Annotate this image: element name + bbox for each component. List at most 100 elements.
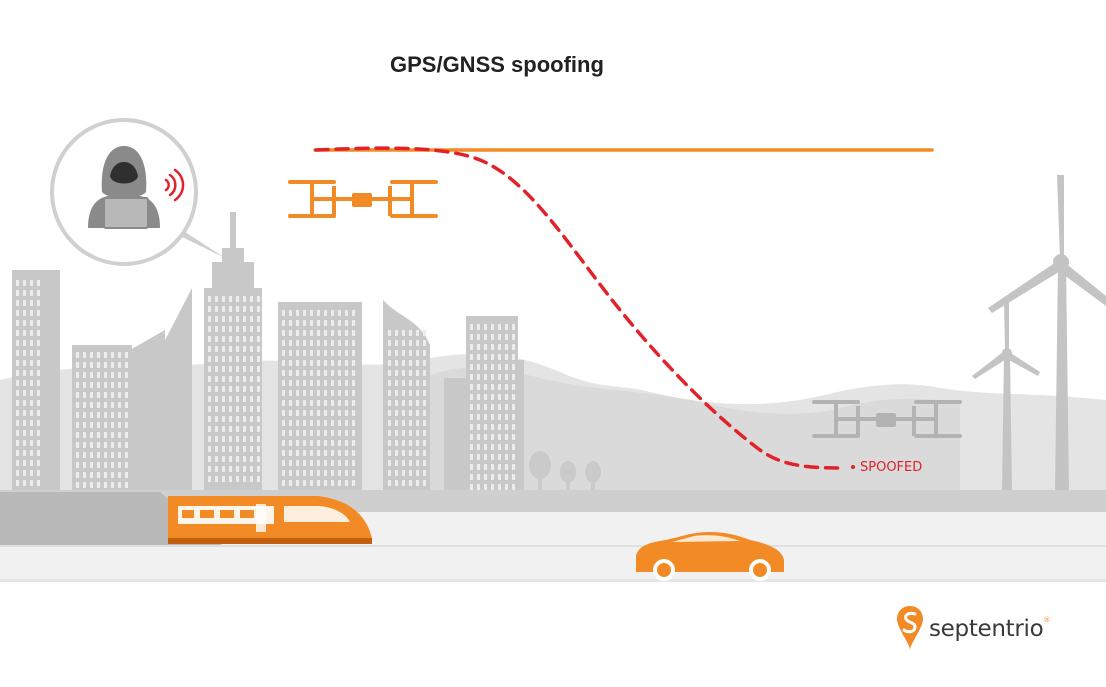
building-window xyxy=(229,316,232,322)
building-window xyxy=(243,406,246,412)
building-window xyxy=(395,340,398,346)
building-window xyxy=(423,410,426,416)
building-window xyxy=(484,454,487,460)
building-window xyxy=(83,442,86,448)
building-window xyxy=(484,354,487,360)
building-window xyxy=(37,350,40,356)
building-window xyxy=(409,400,412,406)
building-window xyxy=(16,310,19,316)
building-window xyxy=(16,390,19,396)
building-window xyxy=(505,354,508,360)
building-window xyxy=(423,350,426,356)
building-window xyxy=(388,430,391,436)
building-window xyxy=(16,420,19,426)
building-window xyxy=(215,386,218,392)
building-window xyxy=(243,366,246,372)
building-window xyxy=(222,356,225,362)
building-window xyxy=(243,306,246,312)
building-window xyxy=(477,324,480,330)
building-window xyxy=(90,422,93,428)
building-window xyxy=(282,380,285,386)
building-window xyxy=(222,476,225,482)
building-window xyxy=(23,330,26,336)
building-window xyxy=(484,394,487,400)
building-window xyxy=(236,326,239,332)
building-window xyxy=(282,440,285,446)
building-window xyxy=(111,452,114,458)
building-window xyxy=(289,340,292,346)
building-window xyxy=(215,336,218,342)
building-window xyxy=(250,436,253,442)
building-window xyxy=(208,346,211,352)
building-window xyxy=(208,316,211,322)
building-window xyxy=(388,350,391,356)
building-window xyxy=(23,350,26,356)
building-window xyxy=(125,452,128,458)
building-window xyxy=(215,356,218,362)
building-window xyxy=(331,470,334,476)
building-window xyxy=(236,396,239,402)
building-window xyxy=(484,404,487,410)
building-window xyxy=(257,366,260,372)
building-window xyxy=(324,330,327,336)
building-window xyxy=(243,466,246,472)
building-window xyxy=(229,326,232,332)
spoofed-label: SPOOFED xyxy=(851,460,922,475)
building-window xyxy=(310,350,313,356)
building-window xyxy=(118,392,121,398)
building-window xyxy=(388,450,391,456)
building-window xyxy=(111,442,114,448)
building-window xyxy=(470,464,473,470)
building-window xyxy=(23,400,26,406)
building-window xyxy=(125,462,128,468)
building-window xyxy=(423,430,426,436)
building-window xyxy=(345,320,348,326)
building-window xyxy=(296,310,299,316)
building-window xyxy=(402,370,405,376)
building-window xyxy=(491,414,494,420)
spoofed-text: SPOOFED xyxy=(860,460,923,475)
building-window xyxy=(484,384,487,390)
building-window xyxy=(111,412,114,418)
building-window xyxy=(352,470,355,476)
building-window xyxy=(402,420,405,426)
building-window xyxy=(97,352,100,358)
building-window xyxy=(409,370,412,376)
building-window xyxy=(250,386,253,392)
building-window xyxy=(338,440,341,446)
building-window xyxy=(423,390,426,396)
building-window xyxy=(111,402,114,408)
building-window xyxy=(310,320,313,326)
building-window xyxy=(491,354,494,360)
building-window xyxy=(243,426,246,432)
building-window xyxy=(289,450,292,456)
building-window xyxy=(97,422,100,428)
building-window xyxy=(30,420,33,426)
building-window xyxy=(243,476,246,482)
building-window xyxy=(512,414,515,420)
building-window xyxy=(317,410,320,416)
building-window xyxy=(236,456,239,462)
building-window xyxy=(324,440,327,446)
building-window xyxy=(76,362,79,368)
building-window xyxy=(236,366,239,372)
building-window xyxy=(37,480,40,486)
building-window xyxy=(289,390,292,396)
building-window xyxy=(505,424,508,430)
building-window xyxy=(423,470,426,476)
building-window xyxy=(338,340,341,346)
building-window xyxy=(409,340,412,346)
building-window xyxy=(470,344,473,350)
building-window xyxy=(416,370,419,376)
building-window xyxy=(23,390,26,396)
building-window xyxy=(388,410,391,416)
building-window xyxy=(296,320,299,326)
building-window xyxy=(395,450,398,456)
building-window xyxy=(90,412,93,418)
building-window xyxy=(303,330,306,336)
building-window xyxy=(282,390,285,396)
building-window xyxy=(505,454,508,460)
building-window xyxy=(416,410,419,416)
building-window xyxy=(23,320,26,326)
